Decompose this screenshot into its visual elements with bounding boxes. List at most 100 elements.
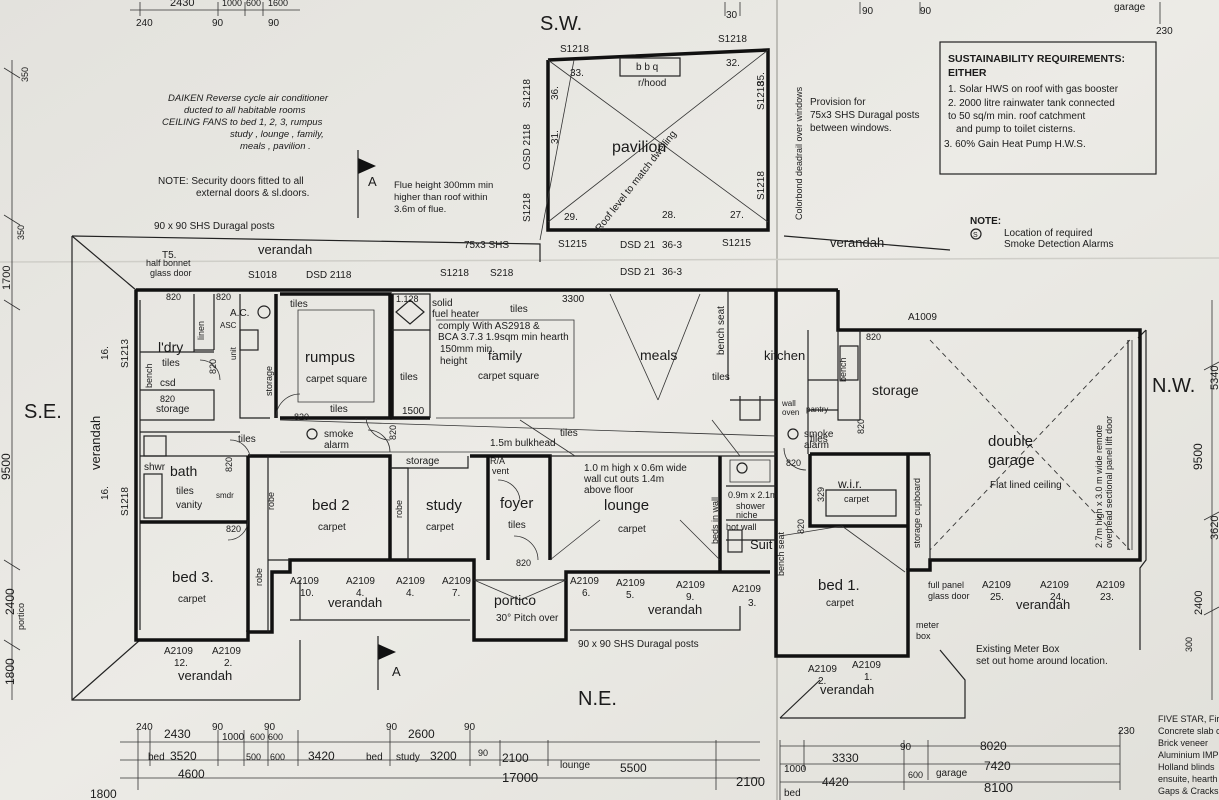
tiles-label-2: tiles: [330, 404, 348, 415]
smoke-alarm-2a: smoke: [804, 429, 834, 440]
meter-box-note: Existing Meter Box set out home around l…: [976, 644, 1108, 667]
bbq-label: b b q: [636, 62, 658, 73]
door-code-s1215-a: S1215: [558, 239, 587, 250]
door-code-s1218-e: S1218: [756, 81, 767, 110]
verandah-bottom-left: verandah: [178, 668, 232, 683]
bed2-carpet: carpet: [318, 522, 346, 533]
verandah-top-left: verandah: [258, 242, 312, 257]
svg-text:Provision for: Provision for: [810, 97, 866, 108]
svg-text:2.: 2.: [818, 676, 826, 687]
svg-text:NOTE: Security doors fitted to: NOTE: Security doors fitted to all: [158, 176, 304, 187]
win-num-16a: 16.: [100, 346, 111, 360]
posts-top-note: 90 x 90 SHS Duragal posts: [154, 221, 275, 232]
tiles-label-5: tiles: [560, 428, 578, 439]
room-lounge: lounge: [604, 497, 649, 514]
dim-right-4: 2400: [1193, 591, 1205, 615]
room-family: family: [488, 348, 522, 363]
tiles-label-3: tiles: [400, 372, 418, 383]
svg-text:A2109: A2109: [442, 576, 471, 587]
svg-text:820: 820: [166, 292, 181, 302]
svg-text:8100: 8100: [984, 780, 1013, 795]
svg-text:2.: 2.: [224, 658, 232, 669]
svg-text:A2109: A2109: [212, 646, 241, 657]
bath-vanity: vanity: [176, 500, 202, 511]
flue-note: Flue height 300mm min higher than roof w…: [394, 180, 493, 215]
ra-vent-2: vent: [492, 466, 510, 476]
svg-text:820: 820: [226, 524, 241, 534]
pantry-label: pantry: [806, 405, 828, 414]
dim-right-3: 9500: [1191, 443, 1205, 470]
hall-storage: storage: [406, 456, 440, 467]
win-num-36: 36.: [550, 86, 561, 100]
svg-text:3420: 3420: [308, 749, 335, 763]
dim-top-3: 1000: [222, 0, 242, 8]
svg-text:23.: 23.: [1100, 592, 1114, 603]
svg-text:90: 90: [464, 722, 476, 733]
svg-text:3. 60% Gain Heat Pump H.W.S.: 3. 60% Gain Heat Pump H.W.S.: [944, 139, 1086, 150]
bed3-robe: robe: [254, 568, 264, 586]
svg-text:fuel heater: fuel heater: [432, 309, 480, 320]
svg-text:A2109: A2109: [852, 660, 881, 671]
svg-text:meals , pavilion .: meals , pavilion .: [240, 141, 311, 152]
door-code-363-b: 36-3: [662, 267, 682, 278]
room-suite: Suit: [750, 537, 773, 552]
svg-text:CEILING FANS to bed 1, 2, 3,: CEILING FANS to bed 1, 2, 3, rumpus: [162, 117, 323, 128]
svg-text:2. 2000 litre rainwater tank c: 2. 2000 litre rainwater tank connected: [948, 98, 1115, 109]
svg-text:600: 600: [908, 770, 923, 780]
svg-text:820: 820: [294, 412, 309, 422]
tiles-label-6: tiles: [712, 372, 730, 383]
svg-text:bed: bed: [366, 752, 383, 763]
room-bed1: bed 1.: [818, 577, 860, 594]
flat-ceiling: Flat lined ceiling: [990, 480, 1062, 491]
compass-nw: N.W.: [1152, 375, 1195, 397]
security-note: NOTE: Security doors fitted to all exter…: [158, 176, 309, 199]
svg-text:6.: 6.: [582, 588, 590, 599]
door-code-s1218-g: S1218: [440, 268, 469, 279]
dim-top-2: 2430: [170, 0, 194, 9]
room-bath: bath: [170, 463, 197, 479]
full-panel-1: full panel: [928, 580, 964, 590]
svg-text:90: 90: [264, 722, 276, 733]
svg-text:between windows.: between windows.: [810, 123, 892, 134]
dim-top-10: 90: [920, 6, 932, 17]
svg-text:Holland blinds: Holland blinds: [1158, 762, 1215, 772]
svg-text:2100: 2100: [502, 751, 529, 765]
svg-text:90: 90: [212, 722, 224, 733]
misc-1500: 1500: [402, 406, 425, 417]
svg-text:820: 820: [796, 519, 806, 534]
svg-text:600: 600: [268, 732, 283, 742]
svg-text:Flue height 300mm min: Flue height 300mm min: [394, 180, 493, 191]
verandah-outline: [71, 235, 1147, 719]
dim-top-5: 1600: [268, 0, 288, 8]
svg-text:height: height: [440, 356, 467, 367]
svg-text:5500: 5500: [620, 761, 647, 775]
win-num-29: 29.: [564, 212, 578, 223]
svg-text:A2109: A2109: [808, 664, 837, 675]
svg-text:external doors & sl.doors.: external doors & sl.doors.: [196, 188, 309, 199]
tiles-label-7: tiles: [238, 434, 256, 445]
beds-in-wall: beds in wall: [710, 497, 720, 544]
svg-text:600: 600: [250, 732, 265, 742]
heater-note: solid fuel heater comply With AS2918 & B…: [432, 298, 569, 367]
svg-text:4.: 4.: [356, 588, 364, 599]
room-rumpus: rumpus: [305, 349, 355, 366]
left-dimensions: [3, 60, 21, 700]
daiken-note: DAIKEN Reverse cycle air conditioner duc…: [162, 93, 329, 152]
svg-text:EITHER: EITHER: [948, 67, 987, 79]
half-bonnet-1: half bonnet: [146, 258, 191, 268]
door-code-s1215-b: S1215: [722, 238, 751, 249]
unit-label: unit: [229, 346, 238, 360]
wall-oven-2: oven: [782, 408, 799, 417]
bottom-dimension-lines: [120, 730, 1121, 800]
svg-text:820: 820: [866, 332, 881, 342]
shower-niche-1: 0.9m x 2.1m: [728, 490, 778, 500]
door-widths: 820 820 820 820 820 820 820 820 820 820 …: [160, 292, 881, 568]
svg-text:A2109: A2109: [1096, 580, 1125, 591]
door-code-t5: T5.: [162, 250, 176, 261]
storage-vertical: storage: [264, 366, 274, 396]
section-marker-bottom: A: [377, 636, 401, 690]
svg-text:lounge: lounge: [560, 760, 590, 771]
colorbond-note: Colorbond deadrail over windows: [794, 86, 804, 220]
misc-3300: 3300: [562, 294, 585, 305]
svg-text:1.: 1.: [864, 672, 872, 683]
